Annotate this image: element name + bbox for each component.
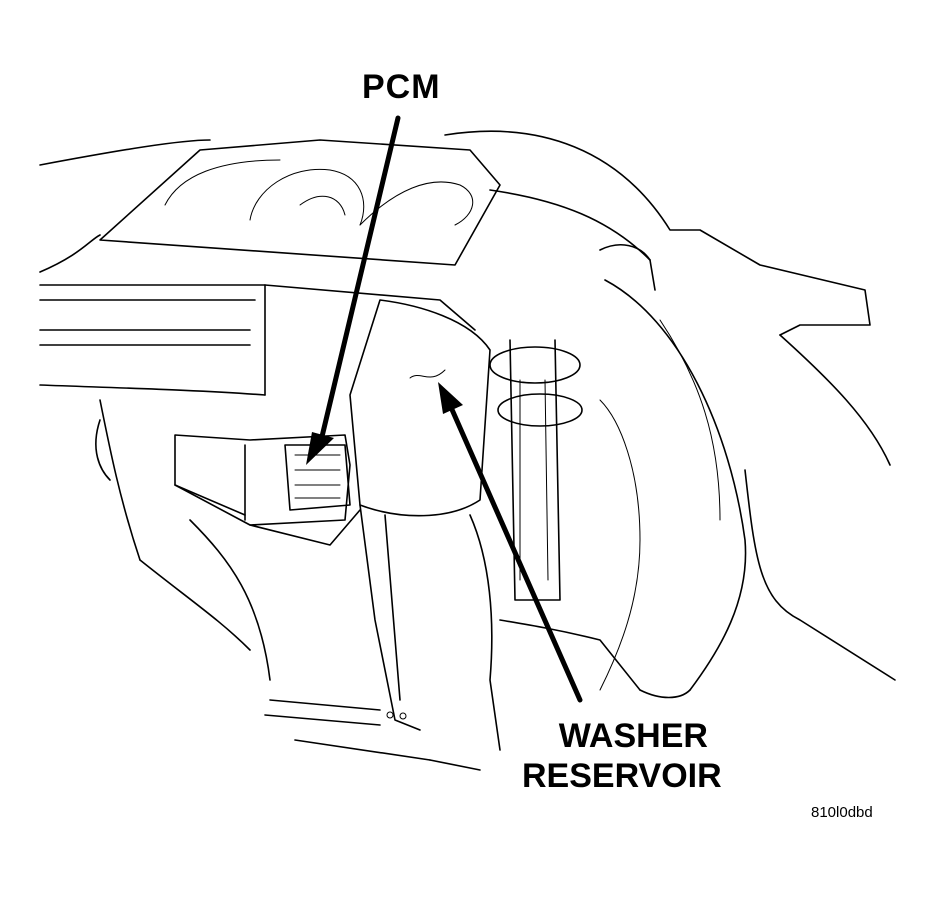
washer-reservoir-label-line2: RESERVOIR (522, 757, 722, 795)
washer-reservoir-label: WASHER RESERVOIR (522, 716, 722, 796)
engine-compartment-linework (39, 130, 896, 771)
washer-reservoir-label-line1: WASHER (558, 717, 708, 755)
pcm-leader-arrow (306, 115, 401, 465)
pcm-label: PCM (362, 68, 441, 106)
washer-reservoir-leader-arrow (438, 382, 583, 703)
figure-code: 810l0dbd (811, 804, 873, 821)
